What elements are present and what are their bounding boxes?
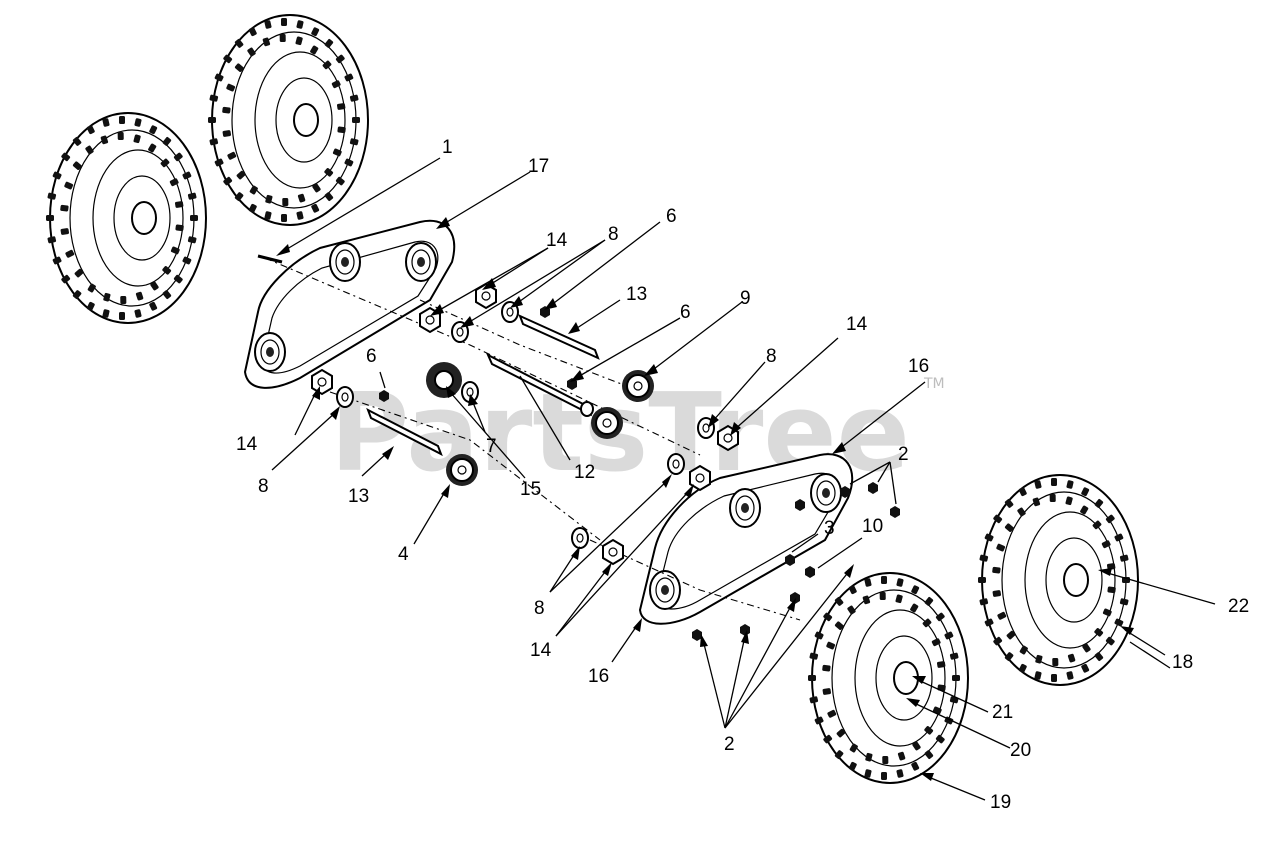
wheel-rear-left-front <box>49 112 207 324</box>
callout-21: 21 <box>992 702 1013 723</box>
sprocket-4 <box>445 453 479 487</box>
callout-8: 8 <box>534 598 545 619</box>
callout-14: 14 <box>530 640 552 661</box>
shaft-13-upper <box>518 314 600 360</box>
callout-16: 16 <box>588 666 609 687</box>
callout-10: 10 <box>862 516 883 537</box>
callout-20: 20 <box>1010 740 1031 761</box>
callout-2: 2 <box>898 444 909 465</box>
gear-15 <box>426 362 462 398</box>
callout-14: 14 <box>546 230 568 251</box>
callout-15: 15 <box>520 479 541 500</box>
callout-16: 16 <box>908 356 929 377</box>
callout-8: 8 <box>766 346 777 367</box>
trademark-mark: TM <box>923 376 945 392</box>
sprocket-upper <box>590 406 624 440</box>
callout-13: 13 <box>348 486 369 507</box>
callout-13: 13 <box>626 284 647 305</box>
callout-14: 14 <box>846 314 868 335</box>
callout-6: 6 <box>366 346 377 367</box>
callout-4: 4 <box>398 544 409 565</box>
tire-tread <box>208 18 360 222</box>
leader-lines <box>271 157 1216 801</box>
tire-tread <box>978 478 1130 682</box>
callout-14: 14 <box>236 434 258 455</box>
callout-9: 9 <box>740 288 751 309</box>
chain-case-right <box>638 453 854 625</box>
shaft-12 <box>485 352 594 417</box>
wheel-rear-left-back <box>211 14 369 226</box>
tire-tread <box>46 116 198 320</box>
callout-3: 3 <box>824 518 835 539</box>
callout-12: 12 <box>574 462 595 483</box>
callout-6: 6 <box>680 302 691 323</box>
callout-17: 17 <box>528 156 549 177</box>
callout-8: 8 <box>258 476 269 497</box>
callout-18: 18 <box>1172 652 1193 673</box>
wheel-right-back <box>981 474 1139 686</box>
callout-1: 1 <box>442 137 453 158</box>
callout-2: 2 <box>724 734 735 755</box>
chain-case-left <box>243 219 456 389</box>
callout-8: 8 <box>608 224 619 245</box>
wheel-right-front <box>811 572 969 784</box>
tire-tread <box>808 576 960 780</box>
callout-7: 7 <box>486 436 497 457</box>
callout-22: 22 <box>1228 596 1249 617</box>
callout-6: 6 <box>666 206 677 227</box>
shaft-13-lower <box>366 407 443 457</box>
callout-19: 19 <box>990 792 1011 813</box>
